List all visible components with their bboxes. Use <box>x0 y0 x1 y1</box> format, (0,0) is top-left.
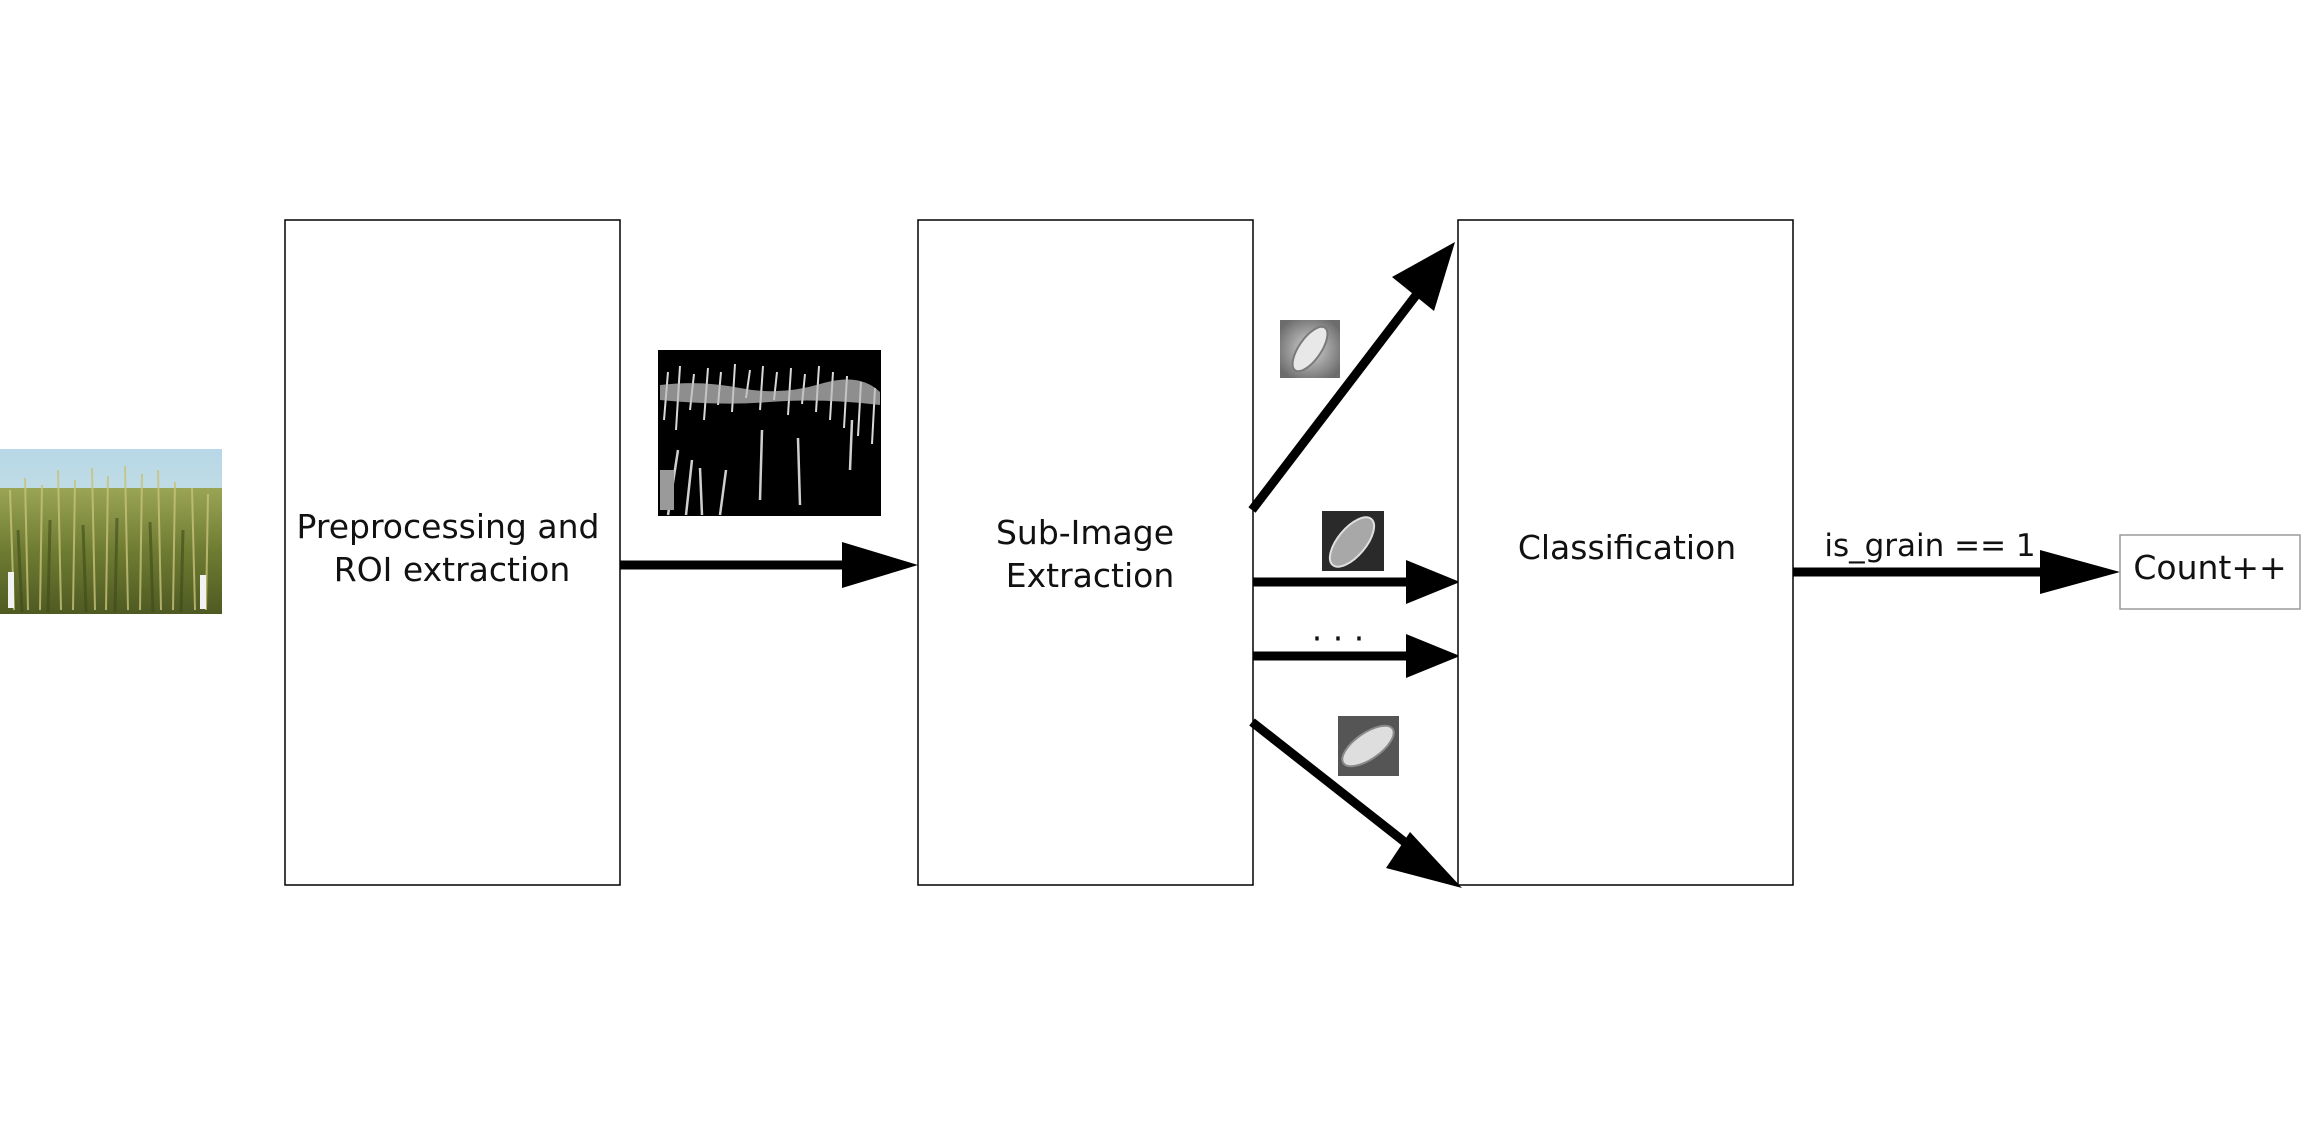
grain-patch-2 <box>1322 511 1384 571</box>
arrow-subimage-to-class-down <box>1249 718 1462 888</box>
sub-image-label-line1: Sub-Image <box>996 513 1174 552</box>
arrow-subimage-to-class-mid-2 <box>1253 634 1460 678</box>
sub-image-label-line2: Extraction <box>1006 556 1174 595</box>
is-grain-label: is_grain == 1 <box>1824 528 2035 564</box>
wheat-field-photo <box>0 449 222 614</box>
roi-mask-image <box>658 350 881 516</box>
grain-patch-3 <box>1338 716 1399 776</box>
preprocessing-label-line1: Preprocessing and <box>297 507 600 546</box>
classification-box <box>1457 219 1794 886</box>
preprocessing-label-line2: ROI extraction <box>334 550 570 589</box>
sub-image-box <box>917 219 1254 886</box>
classification-label: Classification <box>1518 528 1736 567</box>
preprocessing-box <box>284 219 621 886</box>
arrow-subimage-to-class-mid-1 <box>1253 560 1460 604</box>
arrow-preprocess-to-subimage <box>620 542 918 588</box>
arrow-subimage-to-class-up <box>1248 242 1455 513</box>
count-box <box>2119 534 2301 610</box>
grain-patch-1 <box>1280 320 1340 378</box>
arrow-class-to-count <box>1793 550 2120 594</box>
count-label: Count++ <box>2133 548 2286 587</box>
